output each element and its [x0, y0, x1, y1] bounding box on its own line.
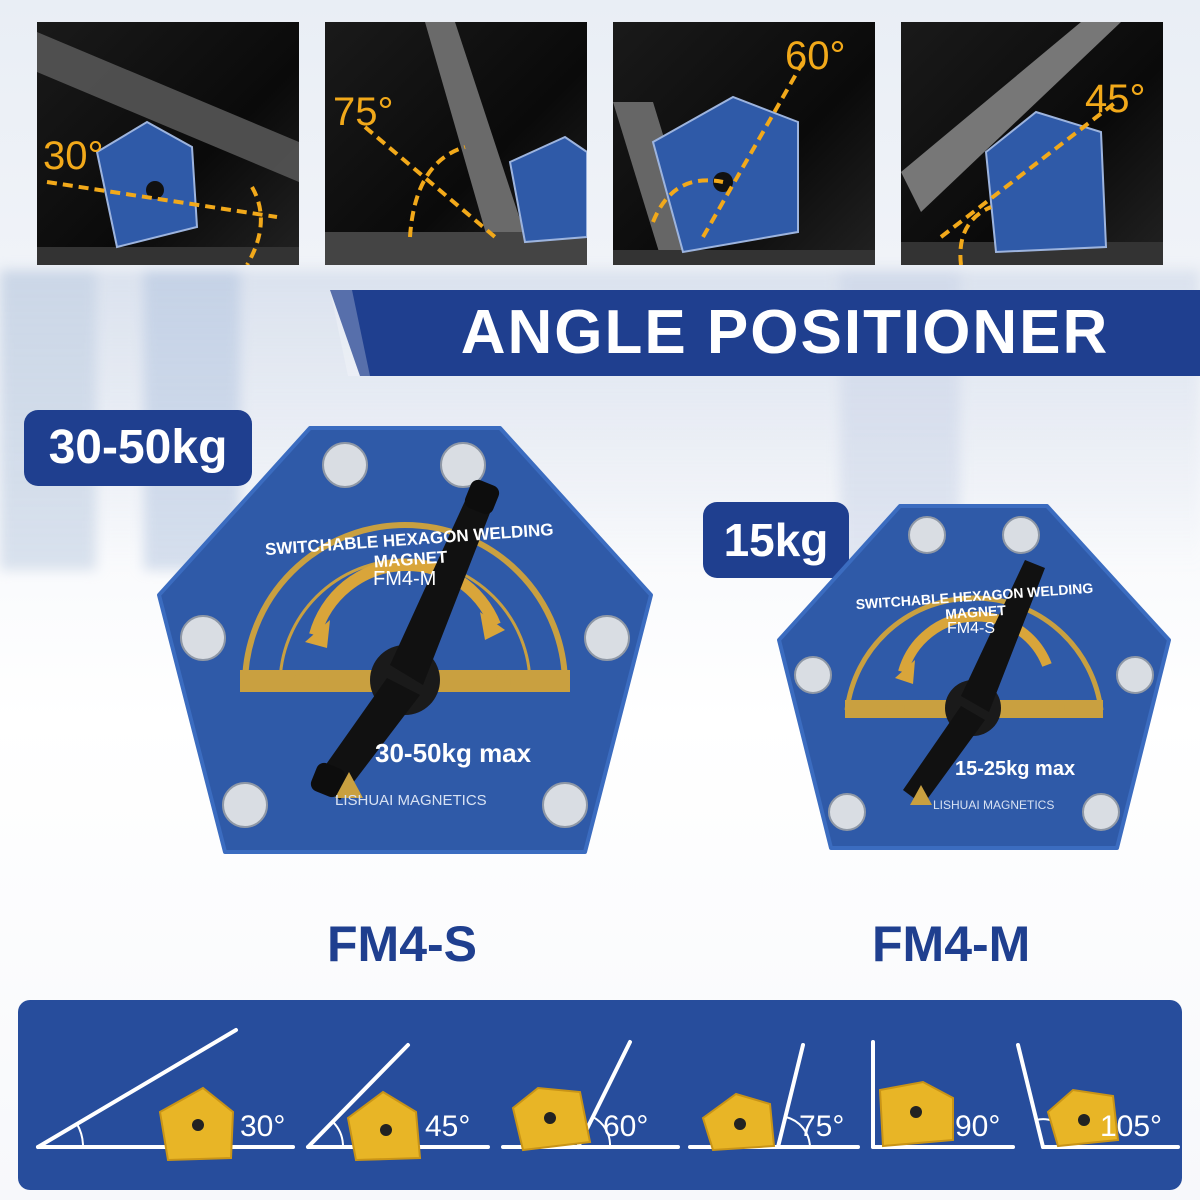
magnet-model-label: FM4-M [373, 568, 437, 590]
magnet-on-label: ON [495, 672, 519, 689]
photo-60-degree: 60° [613, 22, 875, 265]
photo-75-degree: 75° [325, 22, 587, 265]
photo-angle-label: 75° [333, 90, 394, 134]
angle-diagram-panel: 30° 45° 60° 75° 90° 105° [18, 1000, 1182, 1190]
photo-75-scene [325, 22, 587, 265]
photo-30-degree: 30° [37, 22, 299, 265]
small-magnet-body [777, 504, 1171, 850]
weight-badge-large: 30-50kg [24, 410, 252, 486]
angle-label: 75° [799, 1110, 845, 1143]
model-caption-left: FM4-S [327, 916, 477, 972]
photo-45-scene [901, 22, 1163, 265]
model-caption-right: FM4-M [872, 916, 1031, 972]
magnet-off-label: OFF [293, 672, 325, 689]
photo-45-degree: 45° [901, 22, 1163, 265]
angle-label: 30° [240, 1110, 286, 1143]
angle-diagrams [36, 1028, 1180, 1162]
angle-label: 105° [1100, 1110, 1163, 1143]
magnet-brand-label: LISHUAI MAGNETICS [335, 792, 487, 809]
magnet-capacity-label: 15-25kg max [955, 758, 1076, 780]
title-banner: ANGLE POSITIONER [330, 290, 1200, 376]
large-magnet-body [157, 426, 653, 854]
switch-handle [903, 560, 1045, 805]
banner-shape [330, 290, 1200, 376]
angle-label: 60° [603, 1110, 649, 1143]
magnet-capacity-label: 30-50kg max [375, 738, 532, 768]
photo-60-scene [613, 61, 875, 265]
magnet-brand-label: LISHUAI MAGNETICS [933, 798, 1055, 812]
photo-angle-label: 30° [43, 134, 104, 178]
page-title: ANGLE POSITIONER [460, 298, 1110, 367]
switch-handle [310, 479, 500, 800]
weight-badge-small: 15kg [703, 502, 849, 578]
magnet-on-label: ON [1047, 702, 1067, 717]
large-magnet: SWITCHABLE HEXAGON WELDING MAGNET FM4-M … [155, 420, 655, 860]
magnet-off-label: OFF [885, 702, 911, 717]
angle-label: 90° [955, 1110, 1001, 1143]
magnet-model-label: FM4-S [947, 620, 995, 637]
photo-30-scene [37, 32, 299, 265]
small-magnet: SWITCHABLE HEXAGON WELDING MAGNET FM4-S … [775, 500, 1173, 855]
photo-angle-label: 45° [1085, 77, 1146, 121]
angle-label: 45° [425, 1110, 471, 1143]
photo-angle-label: 60° [785, 34, 846, 78]
